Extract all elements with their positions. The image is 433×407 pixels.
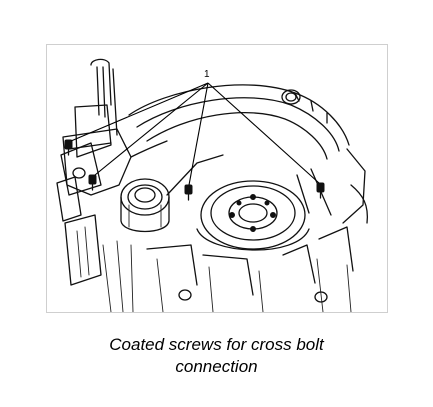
screw-1: [64, 139, 73, 156]
coated-screws: [64, 139, 325, 201]
housing-rim: [128, 84, 369, 224]
caption-line-1: Coated screws for cross bolt: [109, 335, 324, 354]
technical-illustration: 1: [46, 44, 388, 313]
housing-ribs: [146, 154, 354, 312]
callout-label: 1: [204, 69, 210, 80]
screw-4: [316, 182, 325, 199]
screw-3: [184, 184, 193, 201]
screw-2: [88, 174, 97, 191]
bearing-bore: [196, 180, 310, 251]
caption-line-2: connection: [175, 357, 258, 376]
shaft-seal: [120, 178, 170, 233]
housing-left-flange: [62, 128, 132, 196]
callout-lines: [70, 82, 320, 186]
figure-caption: Coated screws for cross bolt connection: [0, 334, 433, 378]
gearbox-housing-drawing: 1: [56, 58, 369, 312]
